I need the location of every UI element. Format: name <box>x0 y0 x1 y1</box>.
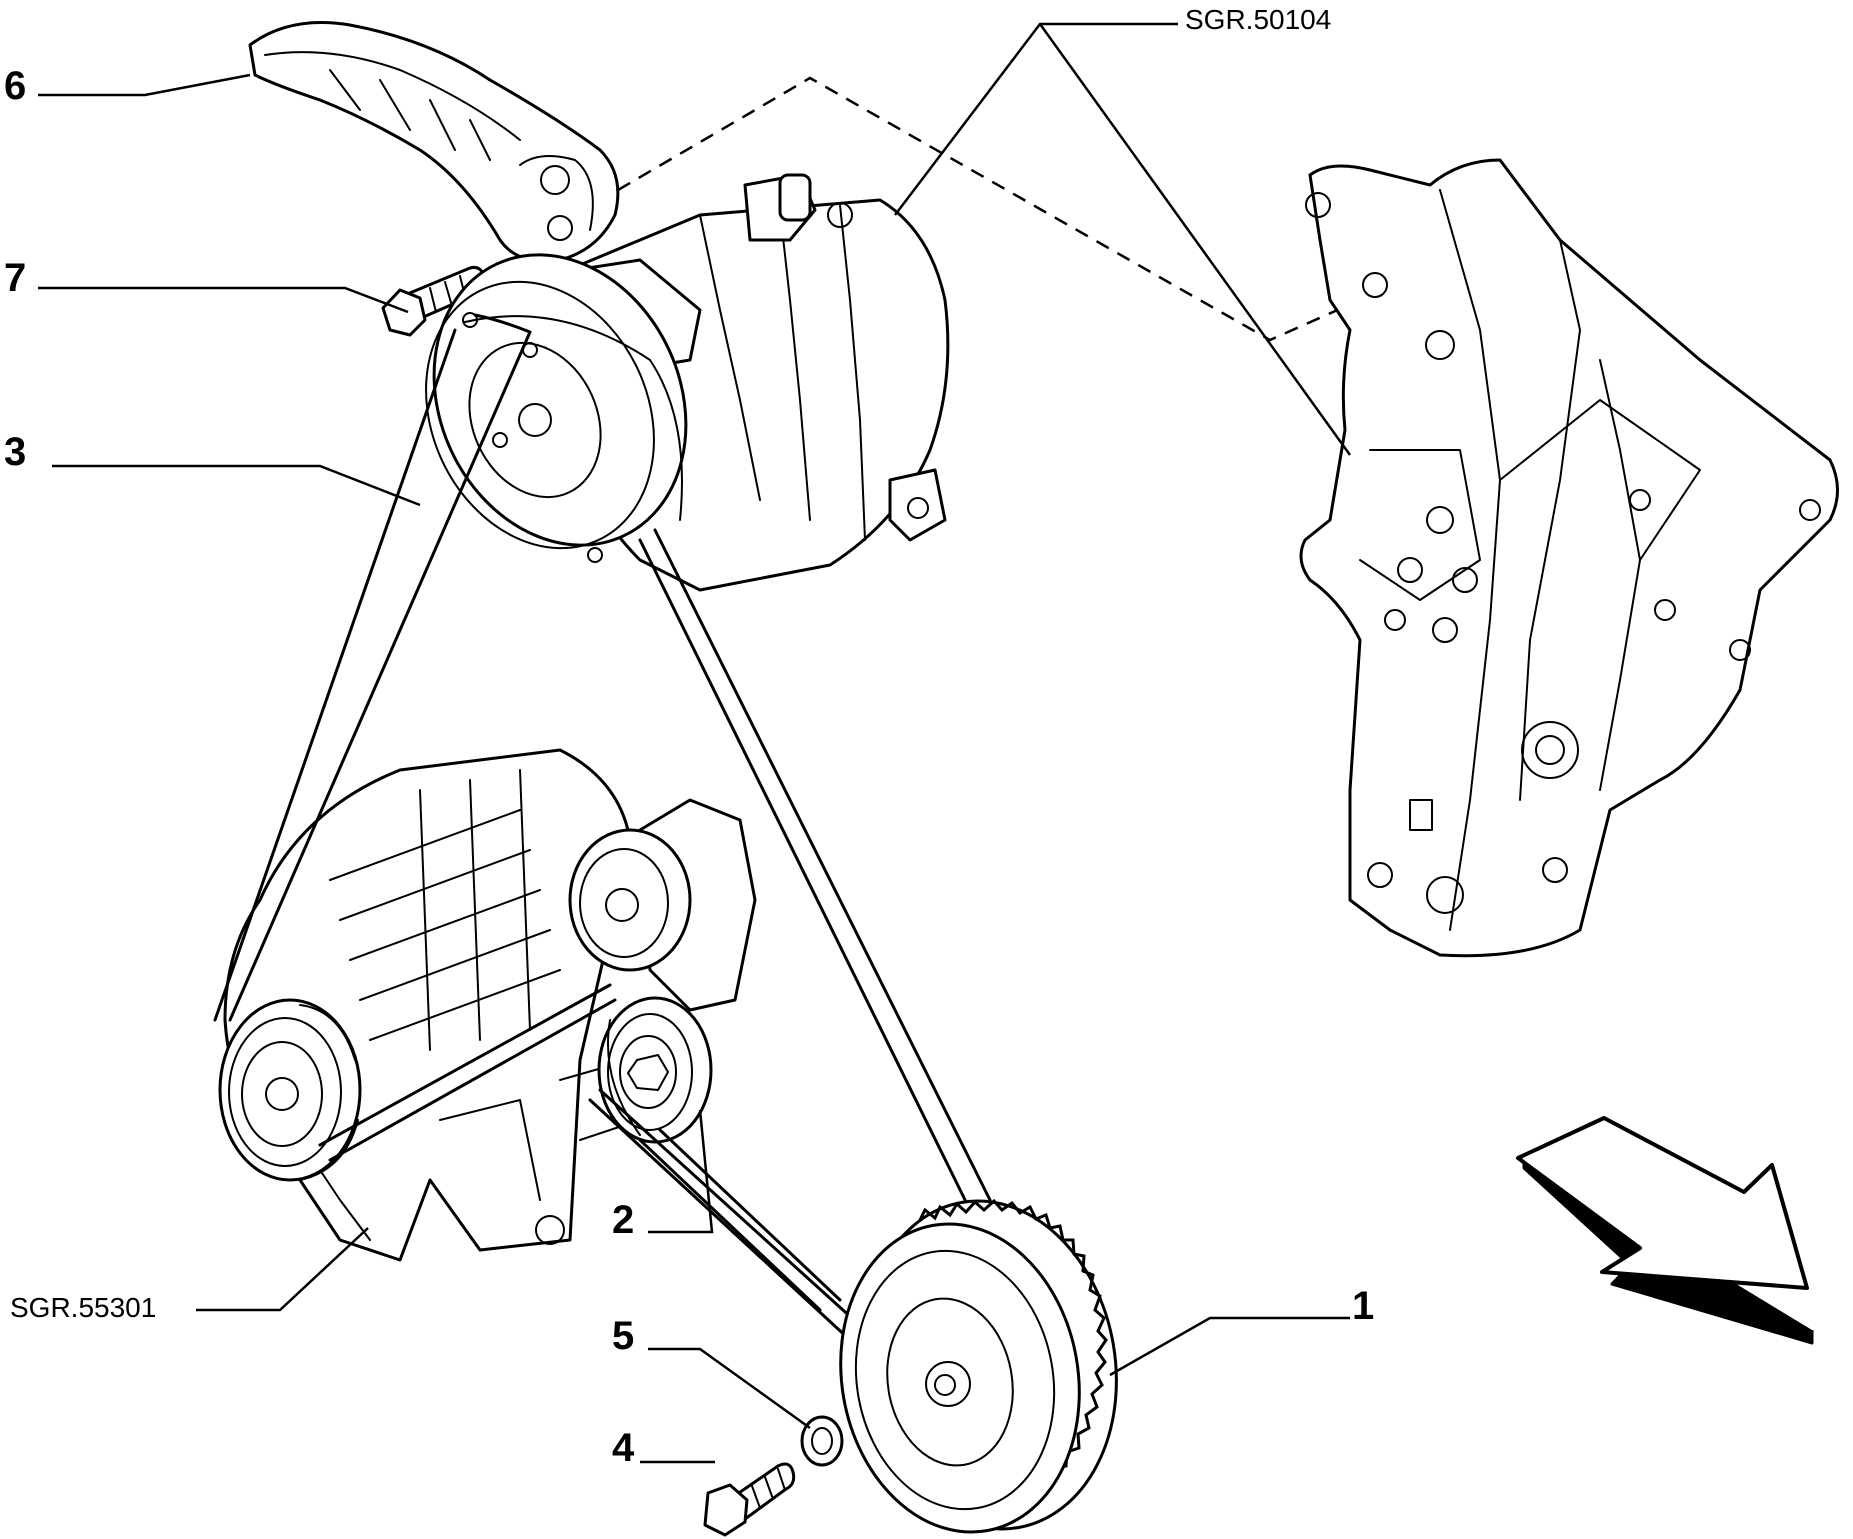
leader-sgr-50104-b <box>1038 23 1352 456</box>
reference-label-sgr-50104: SGR.50104 <box>1185 4 1332 35</box>
bracket-arm-part <box>248 21 620 264</box>
leader-sgr-55301 <box>196 1227 369 1312</box>
washer-part-5 <box>800 1415 844 1467</box>
callout-1: 1 <box>1352 1284 1375 1328</box>
leader-sgr-50104-a <box>894 22 1178 216</box>
compressor-pulley <box>425 253 688 563</box>
leader-lines <box>38 22 1352 1464</box>
callout-3: 3 <box>4 430 27 474</box>
leader-2 <box>648 1109 714 1234</box>
reference-label-sgr-55301: SGR.55301 <box>10 1292 157 1323</box>
callout-6: 6 <box>4 64 27 108</box>
direction-arrow <box>1516 1116 1814 1345</box>
leader-6 <box>38 73 251 97</box>
leader-7 <box>38 286 409 314</box>
leader-5 <box>648 1347 811 1430</box>
drive-belt-part-3 <box>213 313 992 1342</box>
compressor-unit <box>573 173 950 592</box>
callout-4: 4 <box>612 1426 635 1470</box>
assembly-dashed-line <box>617 76 1361 342</box>
callout-7: 7 <box>4 256 27 300</box>
idler-pulley-part-2 <box>597 996 713 1144</box>
leader-3 <box>52 464 421 507</box>
callout-5: 5 <box>612 1314 635 1358</box>
bolt-part-4 <box>703 1462 796 1537</box>
alternator-pulley <box>218 998 362 1182</box>
tensioner-pulley <box>568 798 757 1012</box>
crankshaft-pulley-part-1 <box>839 1198 1118 1534</box>
callout-2: 2 <box>612 1198 635 1242</box>
leader-1 <box>1109 1316 1350 1377</box>
mounting-bracket <box>1299 158 1839 958</box>
